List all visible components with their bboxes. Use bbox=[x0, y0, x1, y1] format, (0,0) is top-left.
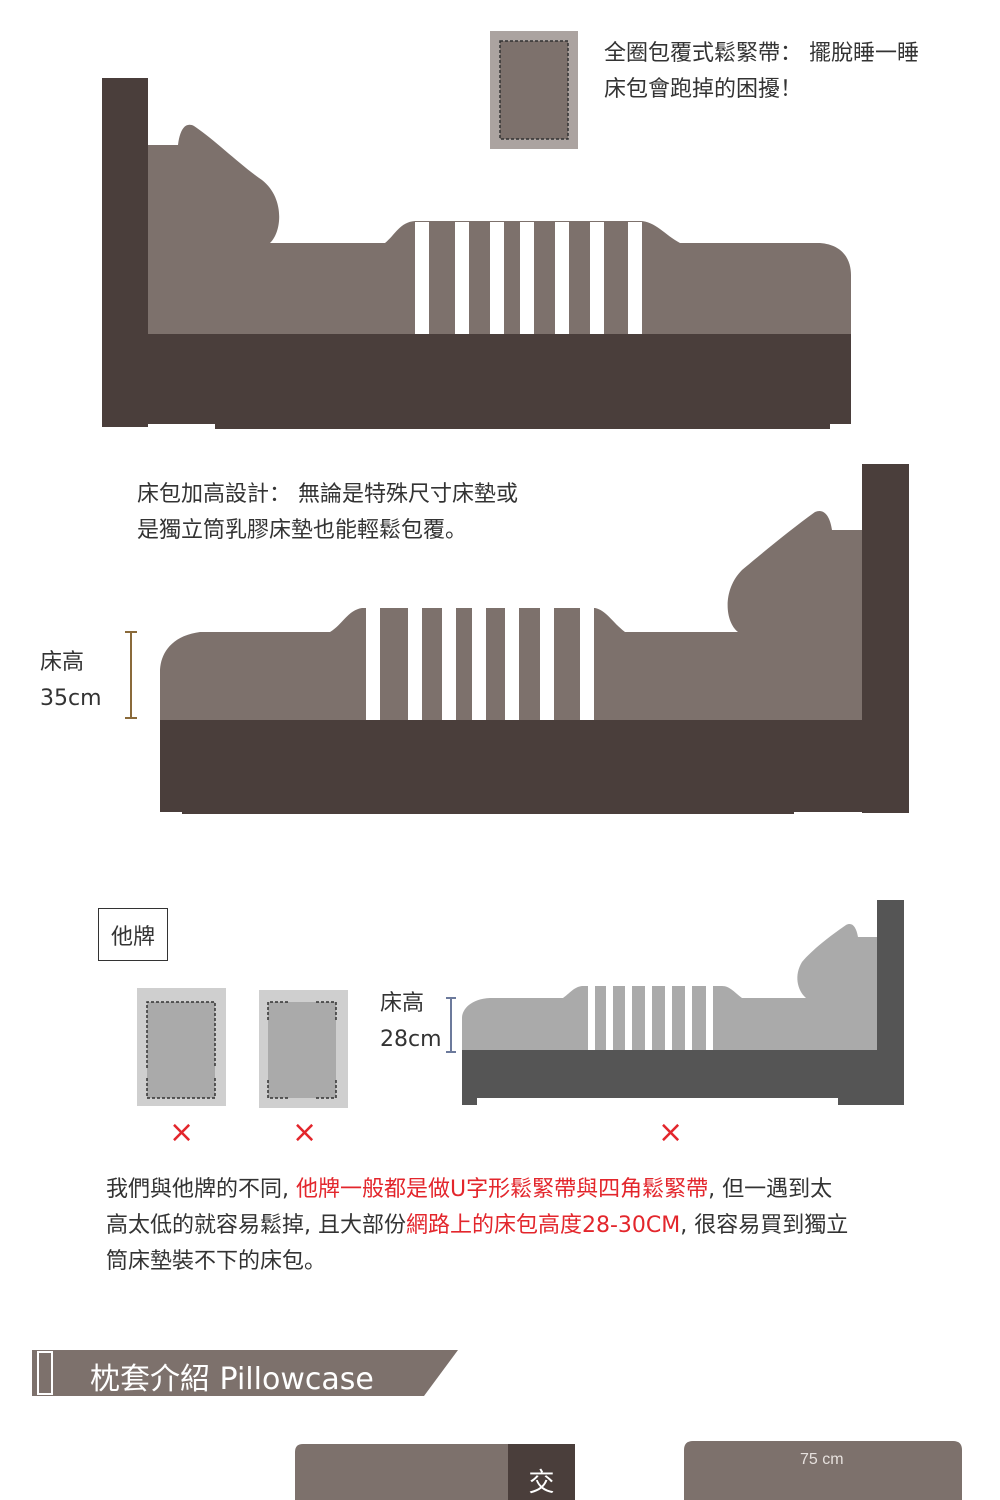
cross-mark-icon: × bbox=[292, 1115, 318, 1150]
bed-illustration-raised bbox=[160, 464, 909, 814]
full-wrap-caption: 全圈包覆式鬆緊帶： 擺脫睡一睡 床包會跑掉的困擾！ bbox=[604, 36, 919, 108]
height-bracket-28-icon bbox=[446, 997, 456, 1053]
bed-illustration-other-brand bbox=[462, 900, 904, 1105]
bed-illustration-full-wrap bbox=[102, 78, 851, 429]
other-brand-tag: 他牌 bbox=[98, 908, 168, 961]
comparison-line-1: 我們與他牌的不同, 他牌一般都是做U字形鬆緊帶與四角鬆緊帶, 但一遇到太 bbox=[106, 1177, 833, 1202]
cross-mark-icon: × bbox=[169, 1115, 195, 1150]
height-bracket-35-icon bbox=[125, 631, 137, 719]
bed-height-28-label: 床高 28cm bbox=[380, 986, 442, 1058]
pillowcase-card-left-char: 交 bbox=[528, 1468, 555, 1498]
bed-height-label: 床高 bbox=[380, 991, 425, 1016]
pillowcase-card-left bbox=[295, 1444, 575, 1500]
raised-design-caption: 床包加高設計： 無論是特殊尺寸床墊或 是獨立筒乳膠床墊也能輕鬆包覆。 bbox=[137, 477, 518, 549]
bed-height-label: 床高 bbox=[40, 650, 85, 675]
raised-design-caption-line2: 是獨立筒乳膠床墊也能輕鬆包覆。 bbox=[137, 518, 468, 543]
pillowcase-section-title: 枕套介紹 Pillowcase bbox=[90, 1362, 374, 1397]
bed-height-35-label: 床高 35cm bbox=[40, 645, 102, 717]
bed-height-value: 28cm bbox=[380, 1027, 442, 1052]
u-shape-elastic-swatch-icon bbox=[137, 988, 226, 1106]
highlight-text: 網路上的床包高度28-30CM bbox=[406, 1213, 681, 1238]
pillowcase-card-right bbox=[684, 1441, 962, 1500]
fitted-sheet-swatch-icon bbox=[490, 31, 578, 149]
comparison-line-2: 高太低的就容易鬆掉, 且大部份網路上的床包高度28-30CM, 很容易買到獨立 bbox=[106, 1213, 849, 1238]
comparison-paragraph: 我們與他牌的不同, 他牌一般都是做U字形鬆緊帶與四角鬆緊帶, 但一遇到太 高太低… bbox=[106, 1172, 926, 1280]
pillowcase-section-banner bbox=[32, 1350, 458, 1396]
raised-design-caption-line1: 床包加高設計： 無論是特殊尺寸床墊或 bbox=[137, 482, 518, 507]
full-wrap-caption-line1: 全圈包覆式鬆緊帶： 擺脫睡一睡 bbox=[604, 41, 919, 66]
full-wrap-caption-line2: 床包會跑掉的困擾！ bbox=[604, 77, 803, 102]
pillow-width-label: 75 cm bbox=[800, 1451, 844, 1468]
highlight-text: 他牌一般都是做U字形鬆緊帶與四角鬆緊帶 bbox=[296, 1177, 709, 1202]
four-corner-elastic-swatch-icon bbox=[259, 990, 348, 1108]
cross-mark-icon: × bbox=[658, 1115, 684, 1150]
bed-height-value: 35cm bbox=[40, 686, 102, 711]
comparison-line-3: 筒床墊裝不下的床包。 bbox=[106, 1249, 327, 1274]
